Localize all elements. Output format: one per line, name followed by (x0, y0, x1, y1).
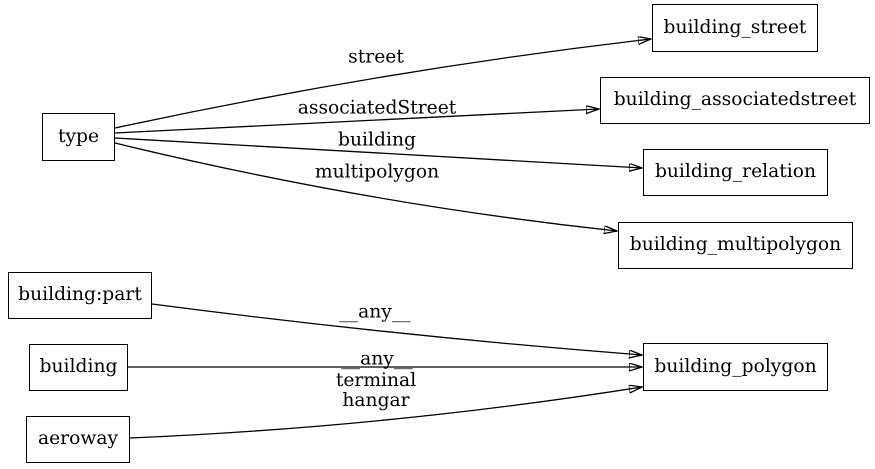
node-building-street: building_street (652, 4, 818, 52)
edge-label-associatedstreet: associatedStreet (297, 97, 457, 119)
node-building-relation: building_relation (643, 149, 828, 196)
edge-label-any-from-building: __any__ (341, 348, 413, 370)
node-building: building (29, 344, 128, 391)
edge-building-part-to-building-polygon (151, 303, 642, 355)
node-type: type (42, 113, 115, 161)
node-building-part: building:part (8, 272, 152, 319)
edge-label-multipolygon: multipolygon (314, 161, 440, 183)
node-building-polygon: building_polygon (643, 343, 828, 391)
edge-label-building: building (338, 129, 416, 151)
edge-label-street: street (348, 46, 404, 68)
node-building-multipolygon: building_multipolygon (618, 222, 853, 269)
edge-label-terminal-hangar: terminal hangar (335, 370, 417, 411)
edge-type-to-building-associatedstreet (114, 109, 599, 134)
edge-type-to-building-multipolygon (114, 142, 617, 231)
node-aeroway: aeroway (26, 416, 130, 463)
edge-aeroway-to-building-polygon (129, 387, 642, 439)
node-building-associatedstreet: building_associatedstreet (600, 77, 870, 124)
edge-label-any-from-building-part: __any__ (339, 301, 411, 323)
edge-type-to-building-relation (114, 137, 642, 168)
edge-type-to-building-street (114, 39, 651, 129)
